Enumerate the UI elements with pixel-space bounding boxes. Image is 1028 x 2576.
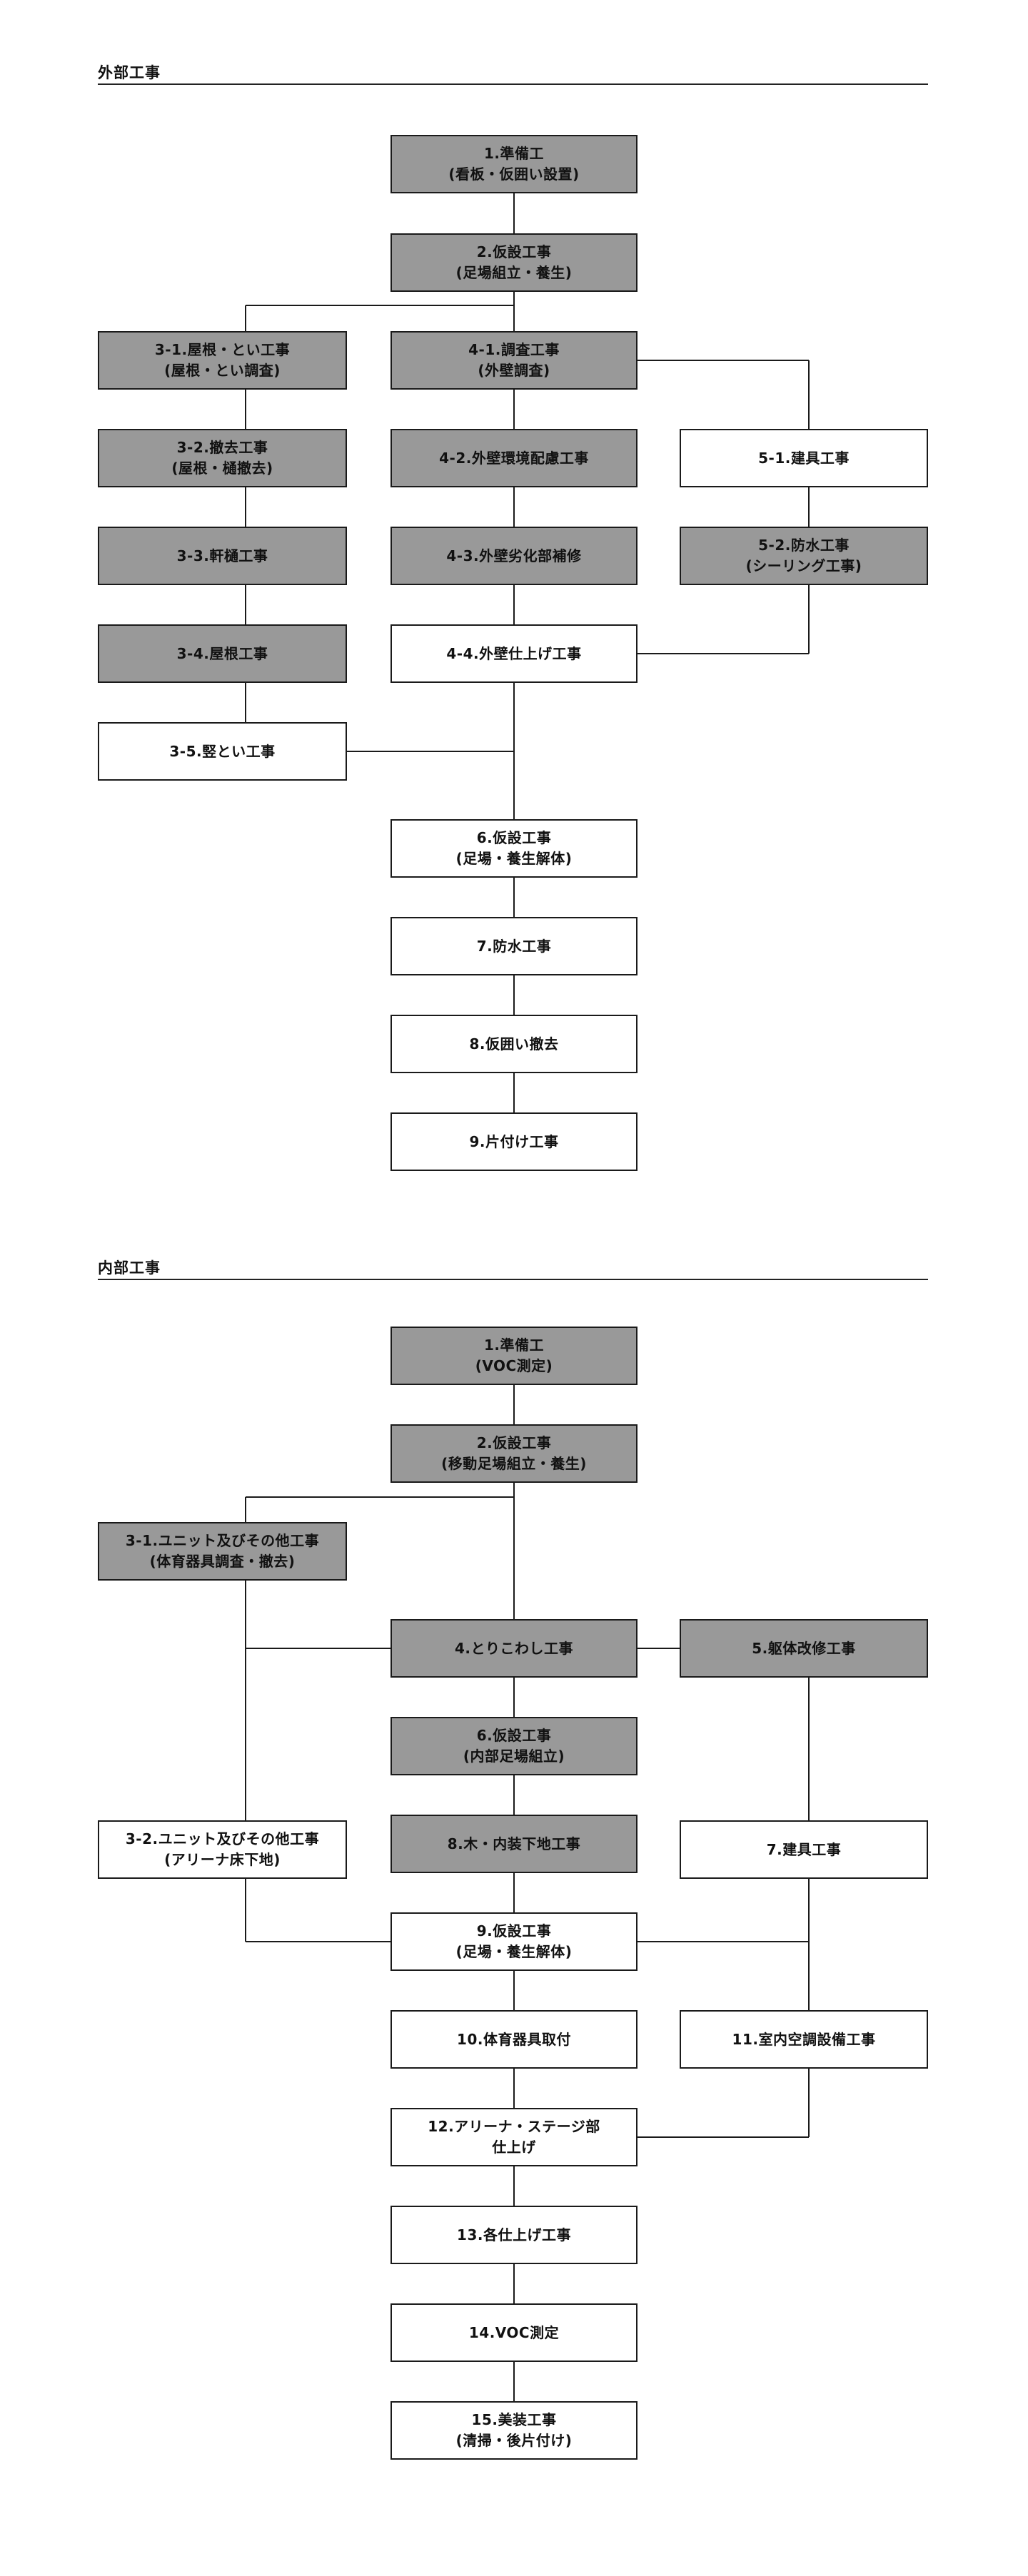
step-box: 3-5.竪とい工事 bbox=[98, 722, 347, 781]
step-box: 4-3.外壁劣化部補修 bbox=[390, 527, 638, 585]
step-label: 10.体育器具取付 bbox=[457, 2030, 571, 2048]
step-box: 5.躯体改修工事 bbox=[680, 1619, 928, 1678]
step-box: 12.アリーナ・ステージ部仕上げ bbox=[390, 2108, 638, 2166]
step-box: 3-3.軒樋工事 bbox=[98, 527, 347, 585]
step-box: 3-1.屋根・とい工事 (屋根・とい調査) bbox=[98, 331, 347, 390]
step-box: 4.とりこわし工事 bbox=[390, 1619, 638, 1678]
step-sublabel: (看板・仮囲い設置) bbox=[448, 166, 580, 183]
section-title-exterior: 外部工事 bbox=[98, 64, 161, 81]
step-sublabel: (屋根・とい調査) bbox=[164, 362, 281, 379]
step-box: 1.準備工 (看板・仮囲い設置) bbox=[390, 135, 638, 193]
step-label: 6.仮設工事 bbox=[476, 1727, 552, 1744]
step-label: 2.仮設工事 bbox=[476, 243, 552, 260]
step-label: 4.とりこわし工事 bbox=[454, 1639, 573, 1657]
step-label: 13.各仕上げ工事 bbox=[457, 2226, 571, 2243]
section-divider bbox=[98, 1279, 928, 1280]
step-box: 5-2.防水工事 (シーリング工事) bbox=[680, 527, 928, 585]
step-box: 8.木・内装下地工事 bbox=[390, 1815, 638, 1873]
step-sublabel: (内部足場組立) bbox=[463, 1748, 565, 1765]
step-label: 5-2.防水工事 bbox=[758, 537, 850, 554]
step-box: 5-1.建具工事 bbox=[680, 429, 928, 487]
step-label: 5.躯体改修工事 bbox=[752, 1639, 856, 1657]
step-box: 3-2.ユニット及びその他工事 (アリーナ床下地) bbox=[98, 1820, 347, 1879]
step-box: 13.各仕上げ工事 bbox=[390, 2206, 638, 2264]
step-label: 3-4.屋根工事 bbox=[176, 644, 268, 662]
step-box: 15.美装工事 (清掃・後片付け) bbox=[390, 2401, 638, 2460]
step-label: 3-3.軒樋工事 bbox=[176, 547, 268, 564]
step-label: 15.美装工事 bbox=[471, 2411, 557, 2428]
step-box: 9.片付け工事 bbox=[390, 1112, 638, 1171]
step-label: 11.室内空調設備工事 bbox=[732, 2030, 876, 2048]
step-label: 4-1.調査工事 bbox=[468, 341, 560, 358]
step-sublabel: (足場組立・養生) bbox=[455, 264, 573, 281]
step-label: 6.仮設工事 bbox=[476, 829, 552, 846]
step-sublabel: (屋根・樋撤去) bbox=[171, 460, 273, 477]
step-label: 7.防水工事 bbox=[476, 937, 552, 955]
step-label: 4-2.外壁環境配慮工事 bbox=[439, 449, 589, 467]
step-box: 7.建具工事 bbox=[680, 1820, 928, 1879]
step-sublabel: (体育器具調査・撤去) bbox=[149, 1553, 296, 1570]
step-box: 11.室内空調設備工事 bbox=[680, 2010, 928, 2069]
step-box: 2.仮設工事 (移動足場組立・養生) bbox=[390, 1424, 638, 1483]
step-label: 3-2.撤去工事 bbox=[176, 439, 268, 456]
step-box: 2.仮設工事 (足場組立・養生) bbox=[390, 233, 638, 292]
step-label: 1.準備工 bbox=[483, 145, 544, 162]
step-box: 10.体育器具取付 bbox=[390, 2010, 638, 2069]
section-divider bbox=[98, 83, 928, 85]
step-label: 12.アリーナ・ステージ部 bbox=[428, 2118, 600, 2135]
step-sublabel: 仕上げ bbox=[492, 2139, 536, 2156]
step-label: 9.片付け工事 bbox=[469, 1132, 559, 1150]
step-box: 1.準備工 (VOC測定) bbox=[390, 1327, 638, 1385]
step-box: 6.仮設工事 (足場・養生解体) bbox=[390, 819, 638, 878]
step-box: 3-1.ユニット及びその他工事 (体育器具調査・撤去) bbox=[98, 1522, 347, 1581]
step-box: 9.仮設工事 (足場・養生解体) bbox=[390, 1912, 638, 1971]
step-box: 14.VOC測定 bbox=[390, 2303, 638, 2362]
step-box: 7.防水工事 bbox=[390, 917, 638, 975]
step-label: 3-1.ユニット及びその他工事 bbox=[125, 1532, 320, 1549]
step-label: 3-1.屋根・とい工事 bbox=[154, 341, 291, 358]
step-label: 2.仮設工事 bbox=[476, 1434, 552, 1451]
step-label: 1.準備工 bbox=[483, 1337, 544, 1354]
step-sublabel: (足場・養生解体) bbox=[455, 1943, 573, 1960]
step-sublabel: (外壁調査) bbox=[478, 362, 550, 379]
step-sublabel: (VOC測定) bbox=[475, 1357, 553, 1374]
step-box: 3-2.撤去工事 (屋根・樋撤去) bbox=[98, 429, 347, 487]
step-label: 9.仮設工事 bbox=[476, 1922, 552, 1939]
step-sublabel: (移動足場組立・養生) bbox=[441, 1455, 587, 1472]
step-label: 4-4.外壁仕上げ工事 bbox=[446, 644, 582, 662]
step-label: 14.VOC測定 bbox=[468, 2323, 560, 2341]
step-label: 5-1.建具工事 bbox=[758, 449, 850, 467]
step-label: 3-2.ユニット及びその他工事 bbox=[125, 1830, 320, 1847]
step-box: 4-4.外壁仕上げ工事 bbox=[390, 624, 638, 683]
step-box: 4-1.調査工事 (外壁調査) bbox=[390, 331, 638, 390]
step-label: 7.建具工事 bbox=[766, 1840, 842, 1858]
step-label: 8.仮囲い撤去 bbox=[469, 1035, 559, 1053]
step-sublabel: (シーリング工事) bbox=[745, 557, 862, 574]
step-sublabel: (アリーナ床下地) bbox=[164, 1851, 281, 1868]
step-sublabel: (清掃・後片付け) bbox=[455, 2432, 573, 2449]
section-title-interior: 内部工事 bbox=[98, 1259, 161, 1277]
step-box: 8.仮囲い撤去 bbox=[390, 1015, 638, 1073]
step-label: 8.木・内装下地工事 bbox=[447, 1835, 581, 1852]
step-label: 4-3.外壁劣化部補修 bbox=[446, 547, 582, 564]
step-box: 4-2.外壁環境配慮工事 bbox=[390, 429, 638, 487]
step-box: 6.仮設工事 (内部足場組立) bbox=[390, 1717, 638, 1775]
step-sublabel: (足場・養生解体) bbox=[455, 850, 573, 867]
step-box: 3-4.屋根工事 bbox=[98, 624, 347, 683]
step-label: 3-5.竪とい工事 bbox=[169, 742, 276, 760]
